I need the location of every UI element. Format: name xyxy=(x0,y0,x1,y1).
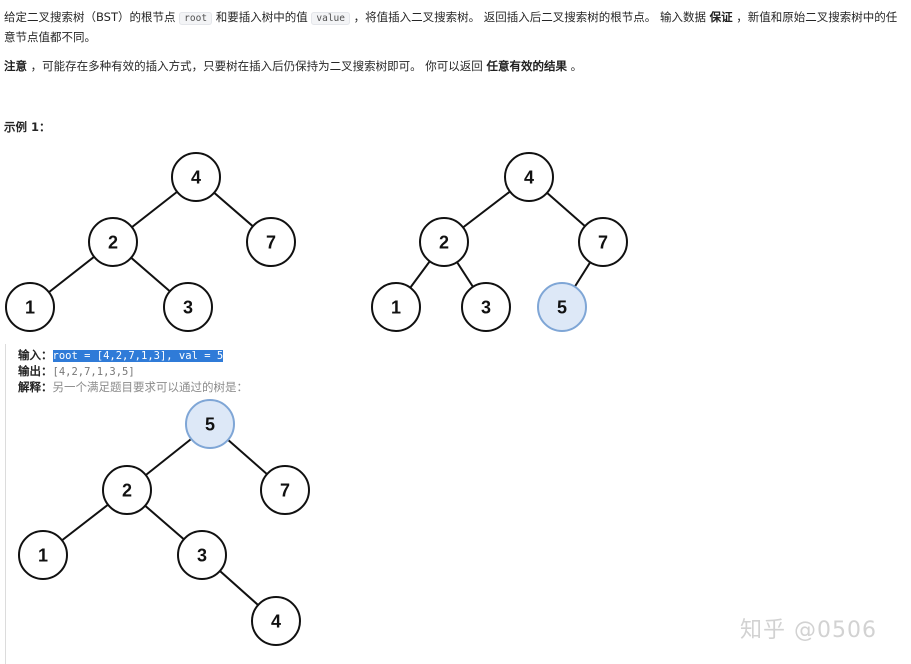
tree-node: 7 xyxy=(246,217,296,267)
input-value[interactable]: root = [4,2,7,1,3], val = 5 xyxy=(52,350,224,362)
example-output: 输出：[4,2,7,1,3,5] xyxy=(18,364,135,380)
output-value: [4,2,7,1,3,5] xyxy=(52,366,135,378)
node-label: 4 xyxy=(524,168,534,188)
inserted-tree-diagram: 4 2 7 1 3 5 xyxy=(371,152,628,332)
node-label: 2 xyxy=(439,233,449,253)
node-label: 3 xyxy=(183,298,193,318)
tree-node-inserted: 5 xyxy=(537,282,587,332)
alternative-tree-diagram: 5 2 7 1 3 4 xyxy=(18,399,310,646)
node-label: 3 xyxy=(481,298,491,318)
tree-node: 1 xyxy=(18,530,68,580)
tree-node: 7 xyxy=(578,217,628,267)
node-label: 2 xyxy=(108,233,118,253)
bold-guarantee: 保证 xyxy=(709,10,733,24)
explanation-text: 另一个满足题目要求可以通过的树是： xyxy=(52,380,249,394)
note-text: ，可能存在多种有效的插入方式，只要树在插入后仍保持为二叉搜索树即可。 你可以返回 xyxy=(27,59,487,73)
note-text: 。 xyxy=(566,59,583,73)
example-explanation: 解释：另一个满足题目要求可以通过的树是： xyxy=(18,380,248,395)
problem-note: 注意 ，可能存在多种有效的插入方式，只要树在插入后仍保持为二叉搜索树即可。 你可… xyxy=(4,57,904,76)
tree-node: 2 xyxy=(102,465,152,515)
desc-text: ，将值插入二叉搜索树。 返回插入后二叉搜索树的根节点。 输入数据 xyxy=(349,10,710,24)
bold-any-result: 任意有效的结果 xyxy=(486,59,567,73)
example-divider xyxy=(5,344,6,664)
tree-node: 7 xyxy=(260,465,310,515)
tree-node-inserted: 5 xyxy=(185,399,235,449)
node-label: 7 xyxy=(598,233,608,253)
explanation-label: 解释： xyxy=(18,380,53,394)
tree-node: 4 xyxy=(504,152,554,202)
example-title: 示例 1： xyxy=(4,120,51,134)
input-label: 输入： xyxy=(18,348,53,362)
node-label: 1 xyxy=(25,298,35,318)
node-label: 1 xyxy=(391,298,401,318)
node-label: 5 xyxy=(205,415,215,435)
desc-text: 和要插入树中的值 xyxy=(212,10,312,24)
tree-node: 1 xyxy=(371,282,421,332)
tree-node: 4 xyxy=(251,596,301,646)
desc-text: ，新值和原始二叉搜索树中的任意节点值都不同。 xyxy=(4,10,898,44)
problem-description: 给定二叉搜索树（BST）的根节点 root 和要插入树中的值 value ，将值… xyxy=(4,8,904,47)
node-label: 5 xyxy=(557,298,567,318)
tree-node: 3 xyxy=(163,282,213,332)
code-root: root xyxy=(179,12,213,25)
code-value: value xyxy=(311,12,350,25)
tree-node: 3 xyxy=(461,282,511,332)
bold-note: 注意 xyxy=(4,59,27,73)
node-label: 1 xyxy=(38,546,48,566)
example-input: 输入：root = [4,2,7,1,3], val = 5 xyxy=(18,348,224,364)
node-label: 7 xyxy=(280,481,290,501)
node-label: 3 xyxy=(197,546,207,566)
node-label: 4 xyxy=(191,168,201,188)
tree-node: 2 xyxy=(419,217,469,267)
node-label: 2 xyxy=(122,481,132,501)
tree-node: 4 xyxy=(171,152,221,202)
original-tree-diagram: 4 2 7 1 3 xyxy=(5,152,296,332)
output-label: 输出： xyxy=(18,364,53,378)
tree-node: 1 xyxy=(5,282,55,332)
desc-text: 给定二叉搜索树（BST）的根节点 xyxy=(4,10,180,24)
watermark: 知乎 @0506 xyxy=(740,618,877,643)
node-label: 4 xyxy=(271,612,281,632)
tree-node: 2 xyxy=(88,217,138,267)
node-label: 7 xyxy=(266,233,276,253)
tree-node: 3 xyxy=(177,530,227,580)
